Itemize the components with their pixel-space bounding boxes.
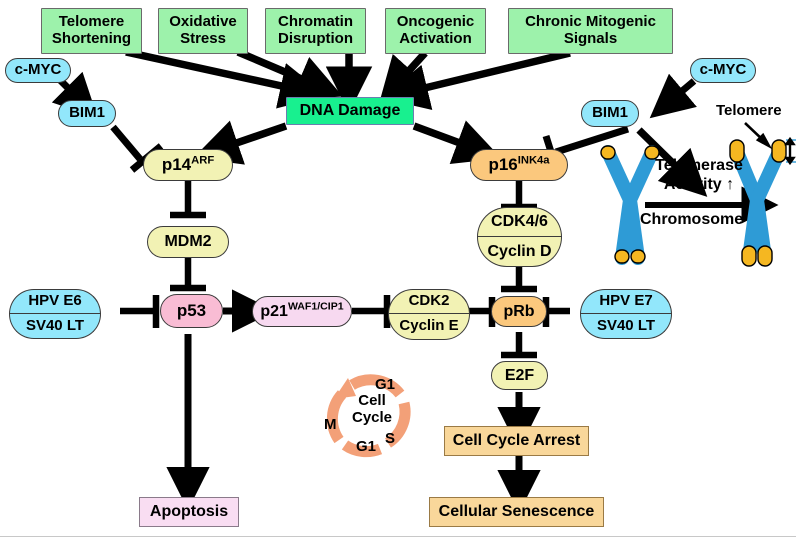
cell-cycle-center-label: Cell Cycle <box>343 392 401 427</box>
chromosome-annotation-label: Chromosome <box>640 211 744 228</box>
cell-cycle-arc-g1 <box>349 374 405 398</box>
node-cyclin-e[interactable]: Cyclin E <box>388 314 470 340</box>
node-p21[interactable]: p21WAF1/CIP1 <box>252 296 352 327</box>
node-p16-base: p16 <box>488 155 518 175</box>
node-cmyc-left[interactable]: c-MYC <box>5 58 71 83</box>
cell-cycle-center-line2: Cycle <box>351 409 393 427</box>
node-cdk46[interactable]: CDK4/6 <box>477 207 562 237</box>
node-p14arf[interactable]: p14ARF <box>143 149 233 181</box>
arrow-cmyc-left-to-bmi1-left <box>51 71 98 118</box>
arrow-dnadamage-to-p14arf <box>193 120 288 165</box>
node-hpv-e6[interactable]: HPV E6 <box>9 289 101 314</box>
arrow-cmyc-right-to-bmi1-right <box>649 73 697 119</box>
stimulus-box-telomere-shortening[interactable]: Telomere Shortening <box>41 8 142 54</box>
node-p14arf-superscript: ARF <box>191 154 215 167</box>
telomerase-line2: Activity ↑ <box>663 175 735 193</box>
node-bmi1-left[interactable]: BIM1 <box>58 100 116 127</box>
inhibit-bmi1-left-to-p14arf <box>110 124 143 162</box>
telomerase-activity-label: Telomerase Activity ↑ <box>646 157 752 194</box>
node-mdm2[interactable]: MDM2 <box>147 226 229 258</box>
arrow-telomere-to-dnadamage <box>125 48 327 109</box>
stimulus-label-line1: Oxidative <box>169 13 237 31</box>
node-p21-base: p21 <box>260 302 288 320</box>
node-dna-damage[interactable]: DNA Damage <box>286 97 414 125</box>
cell-cycle-phase-m: M <box>324 416 337 433</box>
stimulus-box-oxidative-stress[interactable]: Oxidative Stress <box>158 8 248 54</box>
cell-cycle-phase-s: S <box>385 430 396 447</box>
cell-cycle-arc-s <box>384 401 411 448</box>
inhibit-bmi1-right-to-p16 <box>554 125 630 156</box>
cell-cycle-arrowhead <box>334 378 356 399</box>
cell-cycle-center-line1: Cell <box>358 392 386 409</box>
node-bmi1-right[interactable]: BIM1 <box>581 100 639 127</box>
node-cellular-senescence[interactable]: Cellular Senescence <box>429 497 604 527</box>
telomere-pointer-arrow <box>744 122 773 150</box>
chromosome-left <box>600 145 660 265</box>
node-sv40-lt-left[interactable]: SV40 LT <box>9 314 101 339</box>
node-cell-cycle-arrest[interactable]: Cell Cycle Arrest <box>444 426 589 456</box>
stimulus-label-line2: Activation <box>399 30 472 47</box>
stimulus-label-line1: Chromatin <box>278 13 353 31</box>
stimulus-label-line2: Shortening <box>51 30 132 47</box>
stimulus-label-line1: Telomere <box>58 13 125 31</box>
stimulus-box-oncogenic-activation[interactable]: Oncogenic Activation <box>385 8 486 54</box>
stimulus-label-line1: Oncogenic <box>396 13 475 31</box>
node-e2f[interactable]: E2F <box>491 361 548 390</box>
node-sv40-lt-right[interactable]: SV40 LT <box>580 314 672 339</box>
node-hpv-e7[interactable]: HPV E7 <box>580 289 672 314</box>
stimulus-label-line2: Signals <box>563 30 618 47</box>
node-p14arf-base: p14 <box>161 155 192 175</box>
node-p16ink4a[interactable]: p16INK4a <box>470 149 568 181</box>
stimulus-box-chromatin-disruption[interactable]: Chromatin Disruption <box>265 8 366 54</box>
node-cmyc-right[interactable]: c-MYC <box>690 58 756 83</box>
arrow-mitogenic-to-dnadamage <box>381 49 571 111</box>
telomere-measure-double-arrow <box>784 136 796 166</box>
node-p16-superscript: INK4a <box>517 154 550 167</box>
telomere-annotation-label: Telomere <box>716 102 782 119</box>
arrow-dnadamage-to-p16 <box>412 120 502 165</box>
telomerase-line1: Telomerase <box>655 157 743 174</box>
stimulus-box-chronic-mitogenic-signals[interactable]: Chronic Mitogenic Signals <box>508 8 673 54</box>
node-cdk2[interactable]: CDK2 <box>388 289 470 314</box>
cell-cycle-arc-g2 <box>341 440 383 458</box>
node-p53[interactable]: p53 <box>160 294 223 328</box>
stimulus-label-line2: Disruption <box>278 30 353 47</box>
stimulus-label-line1: Chronic Mitogenic <box>525 13 656 31</box>
cell-cycle-phase-g2-bottom: G1 <box>356 438 377 455</box>
node-p21-superscript: WAF1/CIP1 <box>287 300 344 313</box>
node-apoptosis[interactable]: Apoptosis <box>139 497 239 527</box>
cell-cycle-phase-g1-top: G1 <box>375 376 396 393</box>
arrow-oxidative-to-dnadamage <box>236 48 343 100</box>
stimulus-label-line2: Stress <box>180 30 226 47</box>
node-prb[interactable]: pRb <box>491 296 547 327</box>
arrow-bmi1-right-to-telomerase <box>636 127 708 197</box>
